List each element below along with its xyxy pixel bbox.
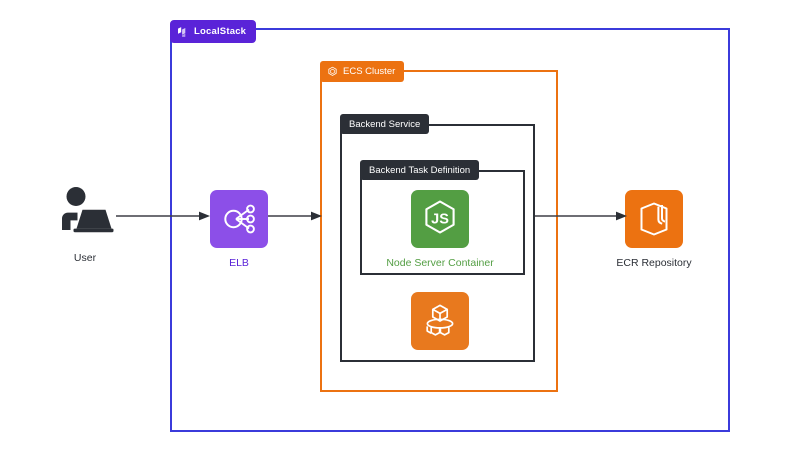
ecs-cluster-badge: ECS Cluster xyxy=(320,61,405,82)
ecs-cluster-boundary-box xyxy=(320,70,558,392)
user-laptop-icon xyxy=(55,186,115,243)
localstack-boundary-box xyxy=(170,28,730,432)
nodejs-js-hexagon-icon: JS xyxy=(411,190,469,248)
node-user: User xyxy=(55,186,115,264)
localstack-logo-icon xyxy=(177,26,189,38)
ecs-task-icon xyxy=(411,292,469,350)
node-user-label: User xyxy=(73,252,97,264)
node-node-server-container-label: Node Server Container xyxy=(386,257,494,269)
ecr-repository-icon xyxy=(625,190,683,248)
task-definition-badge-label: Backend Task Definition xyxy=(369,164,471,176)
elb-icon xyxy=(210,190,268,248)
node-ecr-repository: ECR Repository xyxy=(616,190,692,269)
ecs-cluster-badge-label: ECS Cluster xyxy=(343,66,396,77)
localstack-badge-label: LocalStack xyxy=(194,26,247,37)
backend-service-badge: Backend Service xyxy=(340,114,430,134)
node-elb-label: ELB xyxy=(229,257,249,269)
ecs-cluster-icon xyxy=(327,66,338,77)
svg-text:JS: JS xyxy=(431,212,449,228)
backend-service-boundary-box xyxy=(340,124,535,362)
node-elb: ELB xyxy=(210,190,268,269)
task-definition-badge: Backend Task Definition xyxy=(360,160,480,180)
node-ecr-repository-label: ECR Repository xyxy=(616,257,692,269)
node-ecs-task xyxy=(411,292,469,350)
node-node-server-container: JS Node Server Container xyxy=(386,190,494,269)
localstack-badge: LocalStack xyxy=(170,20,257,43)
backend-service-badge-label: Backend Service xyxy=(349,118,421,130)
